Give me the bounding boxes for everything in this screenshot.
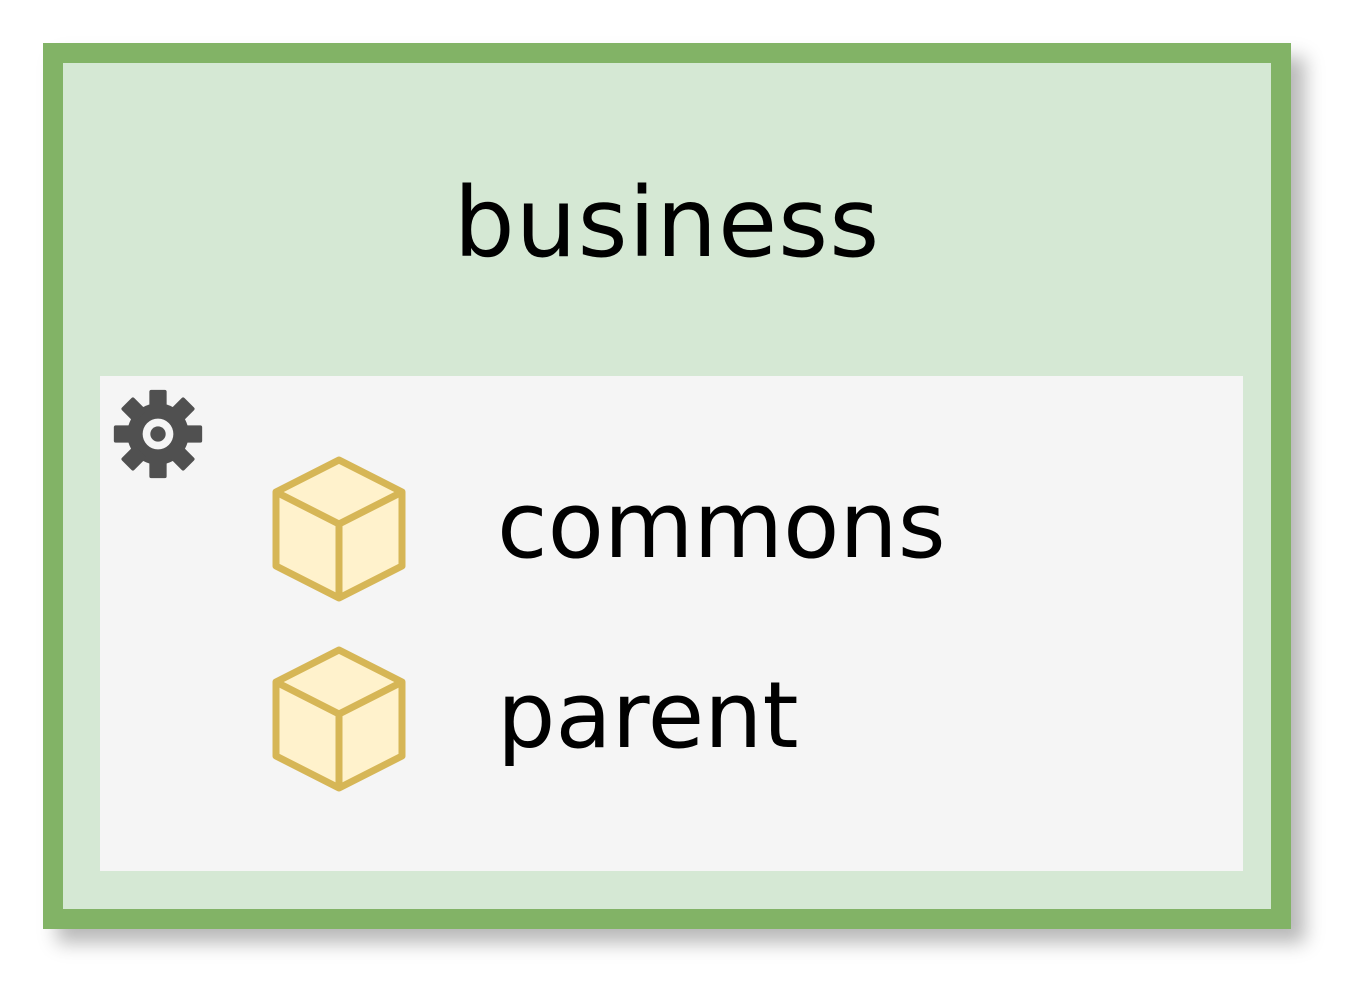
package-cube-icon — [272, 456, 406, 602]
container-title: business — [453, 167, 881, 279]
module-label: parent — [497, 662, 799, 769]
business-container: business — [43, 43, 1291, 929]
module-item-commons[interactable]: commons — [272, 456, 1172, 602]
modules-panel: commons parent — [100, 376, 1243, 871]
module-item-parent[interactable]: parent — [272, 646, 1172, 792]
gear-icon — [113, 389, 203, 479]
module-label: commons — [497, 472, 946, 579]
package-cube-icon — [272, 646, 406, 792]
